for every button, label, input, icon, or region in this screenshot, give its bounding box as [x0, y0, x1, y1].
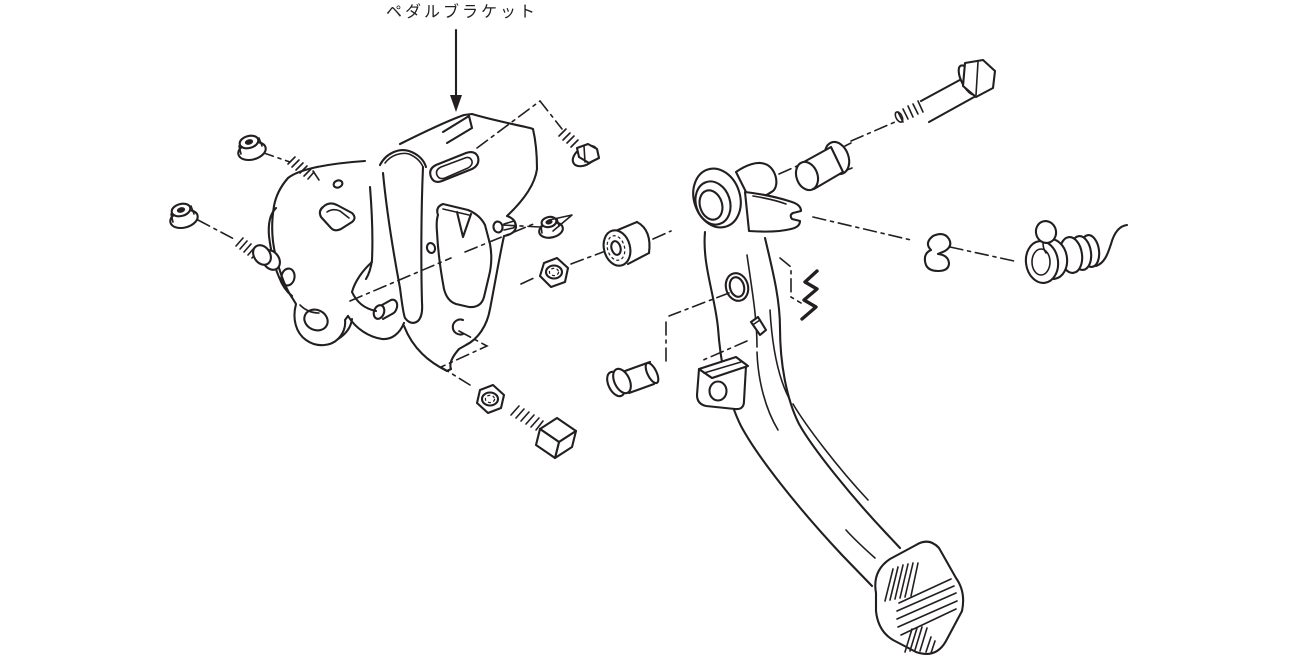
pivot-bushing-inner: [602, 220, 651, 267]
label-arrow-head: [450, 95, 462, 112]
wave-washer: [800, 269, 819, 321]
mount-flange-nut-lower: [169, 202, 199, 230]
stopper-pin: [749, 315, 768, 337]
pedal-pivot-boss: [692, 167, 742, 229]
stopper-switch-bolt: [510, 405, 578, 460]
centerlines: [197, 99, 1015, 386]
mount-flange-nut-upper: [237, 134, 267, 162]
spring-clip: [923, 233, 952, 273]
pedal-bracket: [267, 112, 539, 373]
pedal-clevis-fork: [743, 190, 803, 233]
pivot-flange-nut: [538, 214, 573, 239]
pedal-arm: [692, 161, 965, 655]
pivot-bolt: [894, 58, 997, 124]
return-spring: [1024, 220, 1129, 284]
mount-stud-upper: [287, 156, 320, 181]
bracket-flange-bolt: [558, 128, 601, 168]
mount-bolt-lower: [235, 237, 281, 271]
stopper-nut: [475, 383, 506, 415]
pivot-hex-nut: [538, 256, 570, 289]
pivot-bushing-outer: [794, 140, 853, 192]
clevis-pin: [606, 360, 660, 398]
pedal-pad: [874, 540, 965, 655]
pointer-wedge: [548, 214, 573, 232]
stopper-bracket: [695, 355, 750, 411]
callout: ペダルブラケット: [386, 2, 538, 112]
part-label: ペダルブラケット: [386, 2, 538, 21]
pushrod-hole: [724, 272, 750, 302]
